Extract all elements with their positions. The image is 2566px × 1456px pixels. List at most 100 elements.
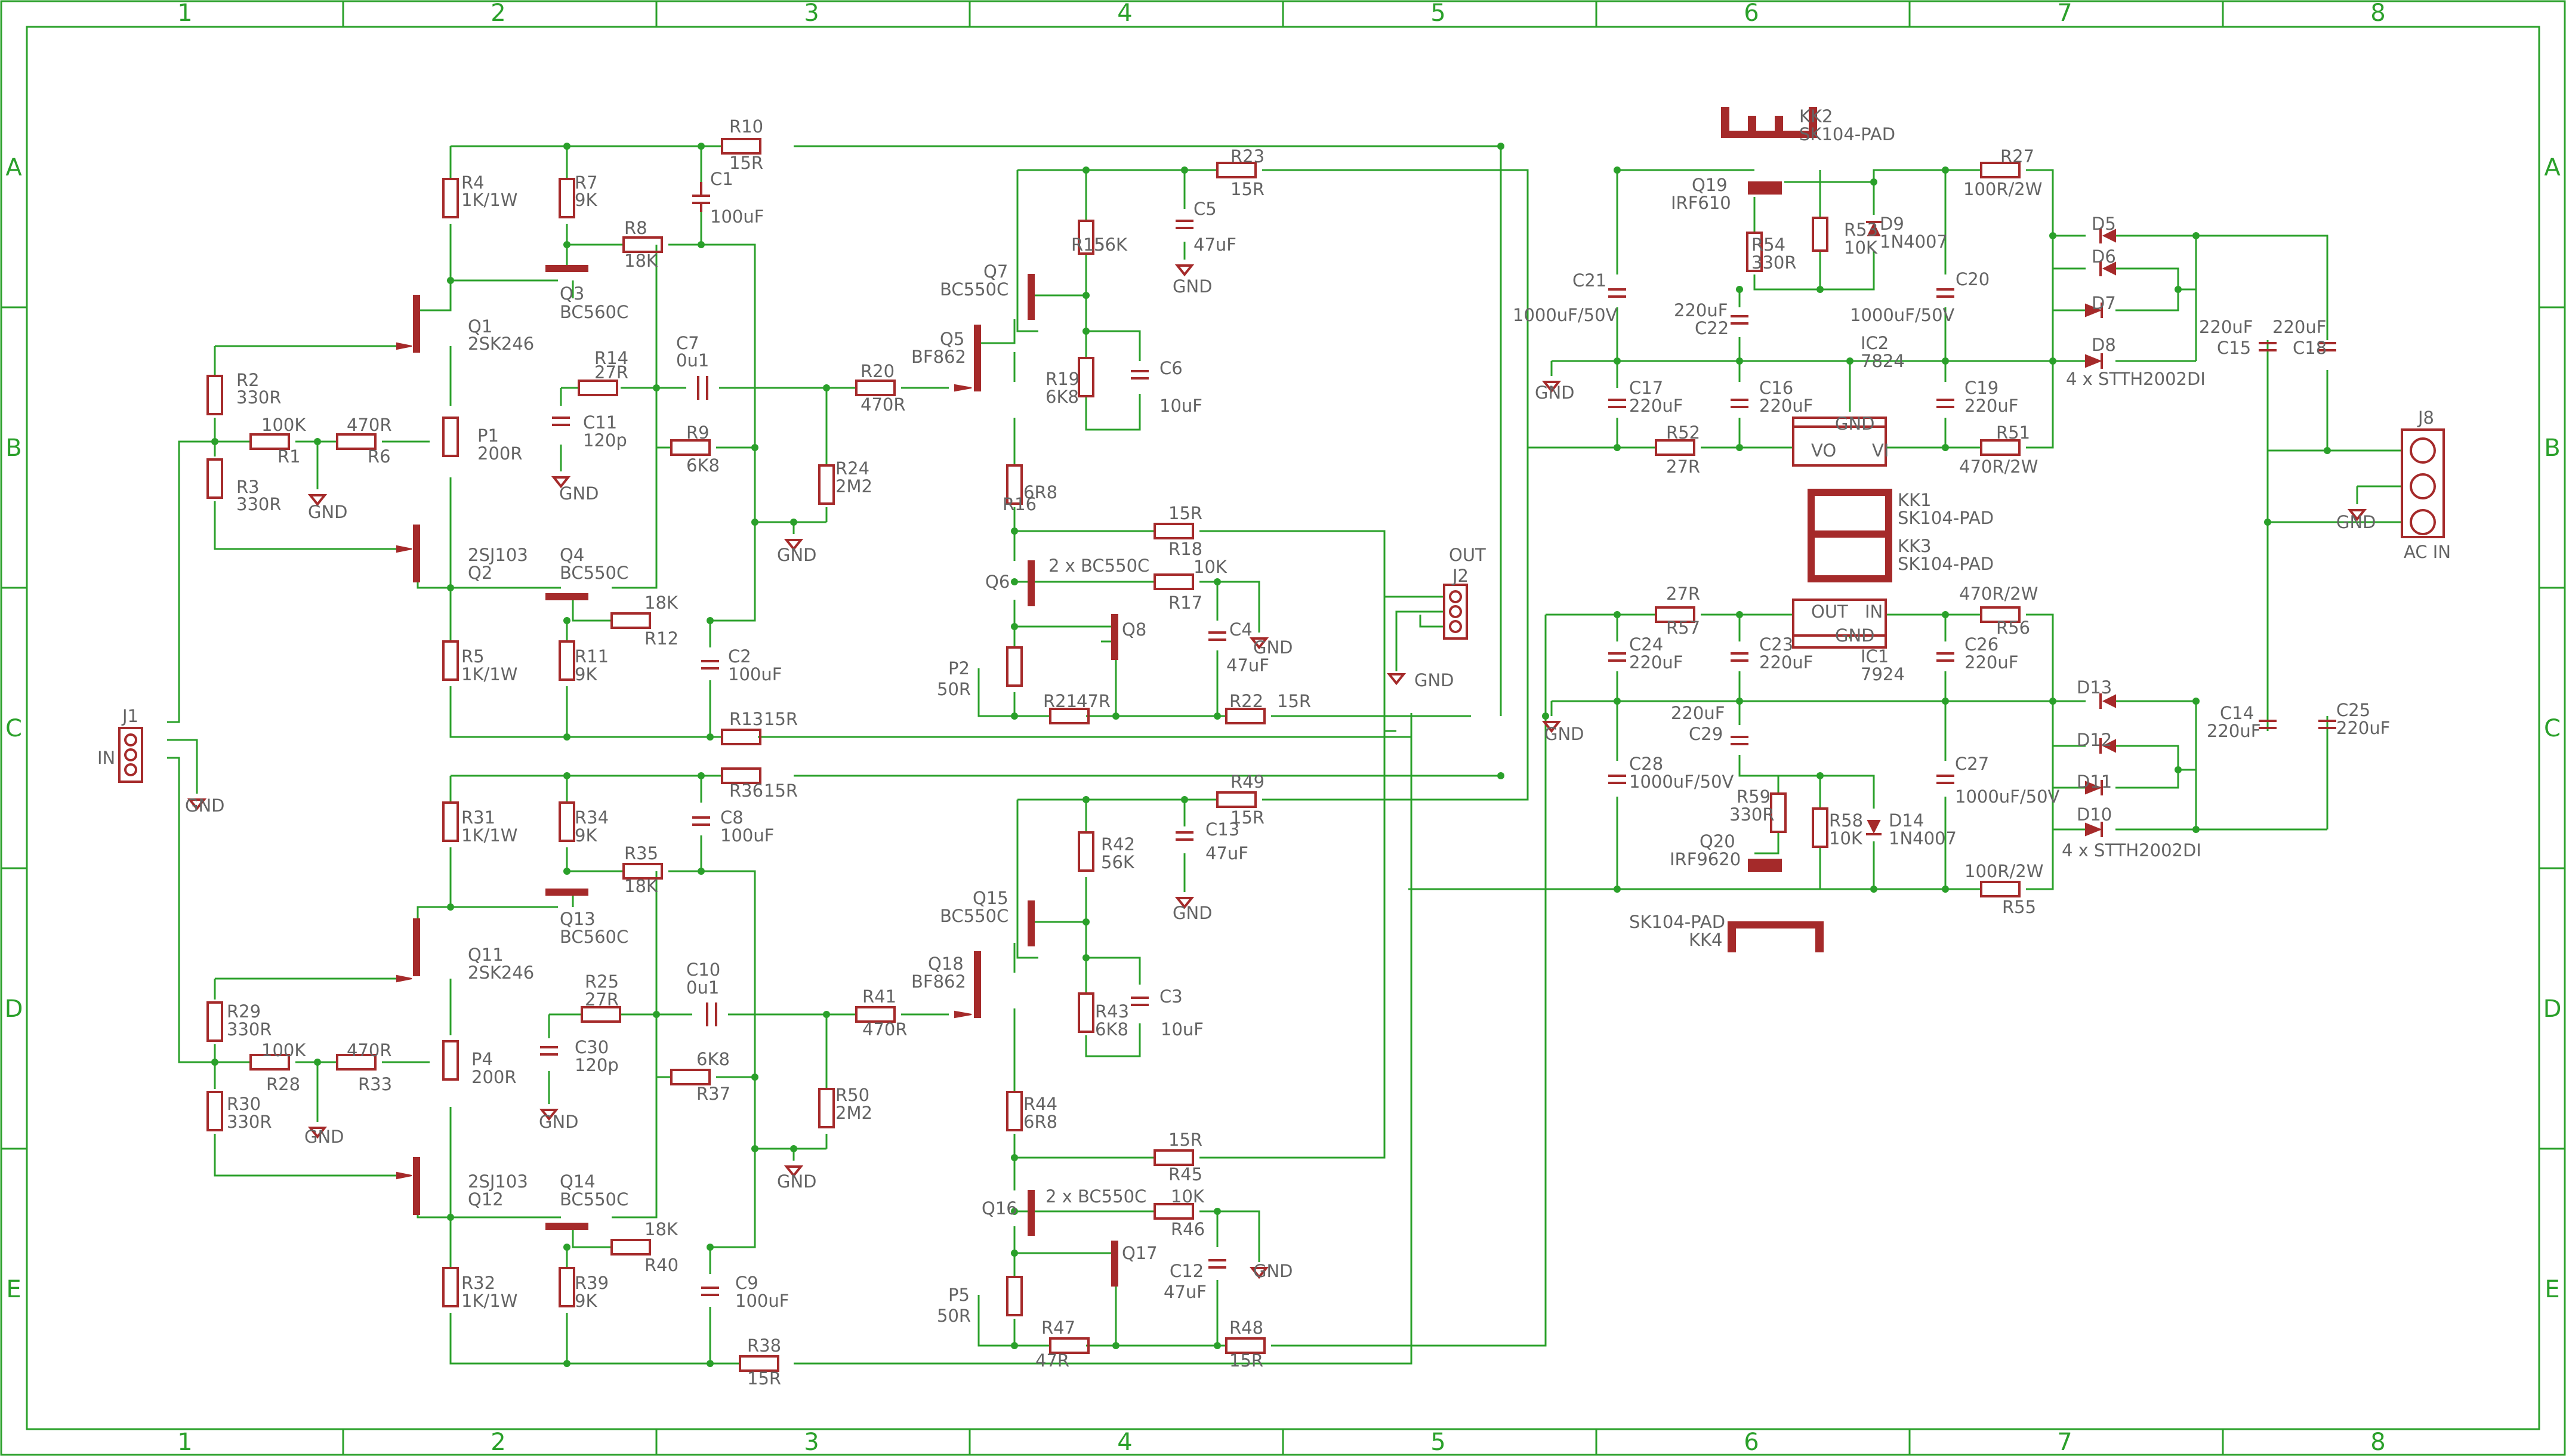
- component-label: R2: [236, 370, 260, 390]
- column-marker: 6: [1744, 1429, 1759, 1456]
- column-marker: 1: [177, 0, 192, 27]
- component-label: R31: [461, 807, 495, 828]
- component-label: 100uF: [720, 825, 774, 846]
- capacitors: [540, 182, 2336, 1296]
- component-label: D11: [2077, 772, 2112, 792]
- component-label: OUT: [1449, 545, 1486, 565]
- component-label: R41: [862, 986, 896, 1007]
- component-label: R25: [585, 971, 619, 992]
- component-label: 2 x BC550C: [1045, 1186, 1146, 1207]
- component-label: J2: [1451, 566, 1469, 586]
- component-label: 2SK246: [468, 334, 534, 354]
- component-label: BC550C: [940, 906, 1008, 926]
- component-label: R10: [729, 116, 763, 137]
- column-marker: 3: [804, 1429, 819, 1456]
- component-label: R39: [575, 1273, 609, 1293]
- component-label: R6: [368, 446, 391, 467]
- component-label: R40: [644, 1255, 678, 1275]
- component-label: 330R: [227, 1112, 272, 1132]
- component-label: R28: [266, 1074, 300, 1094]
- component-label: R23: [1230, 146, 1265, 166]
- component-label: D7: [2092, 293, 2116, 313]
- component-label: 220uF: [2207, 721, 2260, 741]
- component-label: 50R: [937, 1306, 971, 1326]
- component-label: C20: [1956, 269, 1990, 289]
- component-label: C26: [1964, 634, 1998, 655]
- component-label: BC560C: [560, 302, 628, 322]
- row-marker: E: [2545, 1276, 2559, 1303]
- component-label: GND: [1835, 625, 1875, 646]
- component-label: 47uF: [1164, 1282, 1207, 1302]
- component-label: 100R/2W: [1964, 861, 2043, 881]
- column-marker: 3: [804, 0, 819, 27]
- component-label: R16: [1003, 494, 1037, 514]
- component-label: R50: [835, 1085, 869, 1105]
- component-label: 15R: [1277, 691, 1311, 711]
- component-label: Q1: [468, 316, 492, 337]
- component-label: 56K: [1101, 852, 1135, 872]
- component-label: D5: [2092, 214, 2116, 234]
- component-label: Q13: [560, 909, 596, 929]
- component-label: 100uF: [735, 1291, 789, 1311]
- component-label: VI: [1872, 440, 1889, 461]
- potentiometers: [442, 417, 1023, 1316]
- column-marker: 8: [2370, 1429, 2385, 1456]
- component-label: GND: [539, 1112, 579, 1132]
- component-label: R59: [1737, 786, 1771, 807]
- component-label: R5: [461, 646, 485, 667]
- component-label: R7: [575, 172, 598, 193]
- component-label: Q20: [1700, 831, 1735, 852]
- component-label: R46: [1171, 1219, 1205, 1239]
- component-label: R35: [624, 843, 658, 863]
- component-label: 1000uF/50V: [1850, 305, 1955, 325]
- component-label: Q5: [940, 329, 964, 349]
- component-label: R52: [1666, 422, 1700, 443]
- component-label: 220uF: [1671, 703, 1725, 723]
- component-label: GND: [1535, 382, 1575, 403]
- component-label: BC550C: [560, 563, 628, 583]
- component-label: KK1: [1898, 490, 1932, 510]
- component-label: R43: [1095, 1001, 1129, 1022]
- component-label: 2SK246: [468, 963, 534, 983]
- component-label: 330R: [236, 387, 282, 408]
- component-label: R45: [1168, 1164, 1202, 1184]
- component-label: GND: [1253, 1261, 1293, 1281]
- component-label: KK2: [1799, 106, 1833, 127]
- component-label: R32: [461, 1273, 495, 1293]
- component-label: SK104-PAD: [1898, 508, 1994, 528]
- component-label: BC550C: [940, 279, 1008, 300]
- column-marker: 6: [1744, 0, 1759, 27]
- component-label: 470R/2W: [1959, 456, 2038, 477]
- component-label: 10uF: [1161, 1019, 1204, 1039]
- component-label: 6K8: [1095, 1019, 1128, 1039]
- component-label: GND: [1544, 724, 1584, 744]
- component-label: 220uF: [1964, 396, 2018, 416]
- component-label: 2SJ103: [468, 1171, 528, 1192]
- component-label: R42: [1101, 834, 1135, 855]
- component-label: 2 x BC550C: [1048, 556, 1149, 576]
- component-label: R27: [2000, 146, 2034, 166]
- component-label: R44: [1023, 1094, 1057, 1114]
- component-label: 1K/1W: [461, 1291, 517, 1311]
- wires: [167, 145, 2402, 1365]
- component-label: 100R/2W: [1963, 179, 2042, 199]
- component-label: R55: [2002, 897, 2036, 917]
- ground-symbols: [187, 264, 2367, 1279]
- component-label: 27R: [1666, 456, 1700, 477]
- component-label: R12: [644, 628, 678, 649]
- column-marker: 2: [491, 0, 505, 27]
- component-label: C13: [1205, 819, 1239, 840]
- row-marker: E: [6, 1276, 21, 1303]
- component-label: D13: [2077, 677, 2112, 698]
- component-label: 9K: [575, 664, 597, 684]
- component-label: Q12: [468, 1189, 504, 1210]
- component-label: GND: [1253, 637, 1293, 658]
- component-label: 470R: [862, 1019, 908, 1039]
- component-label: GND: [304, 1127, 344, 1147]
- component-label: 10K: [1193, 557, 1228, 577]
- component-label: Q16: [982, 1198, 1017, 1219]
- component-label: C23: [1759, 634, 1793, 655]
- component-label: R22: [1229, 691, 1263, 711]
- component-label: 15R: [1230, 807, 1265, 828]
